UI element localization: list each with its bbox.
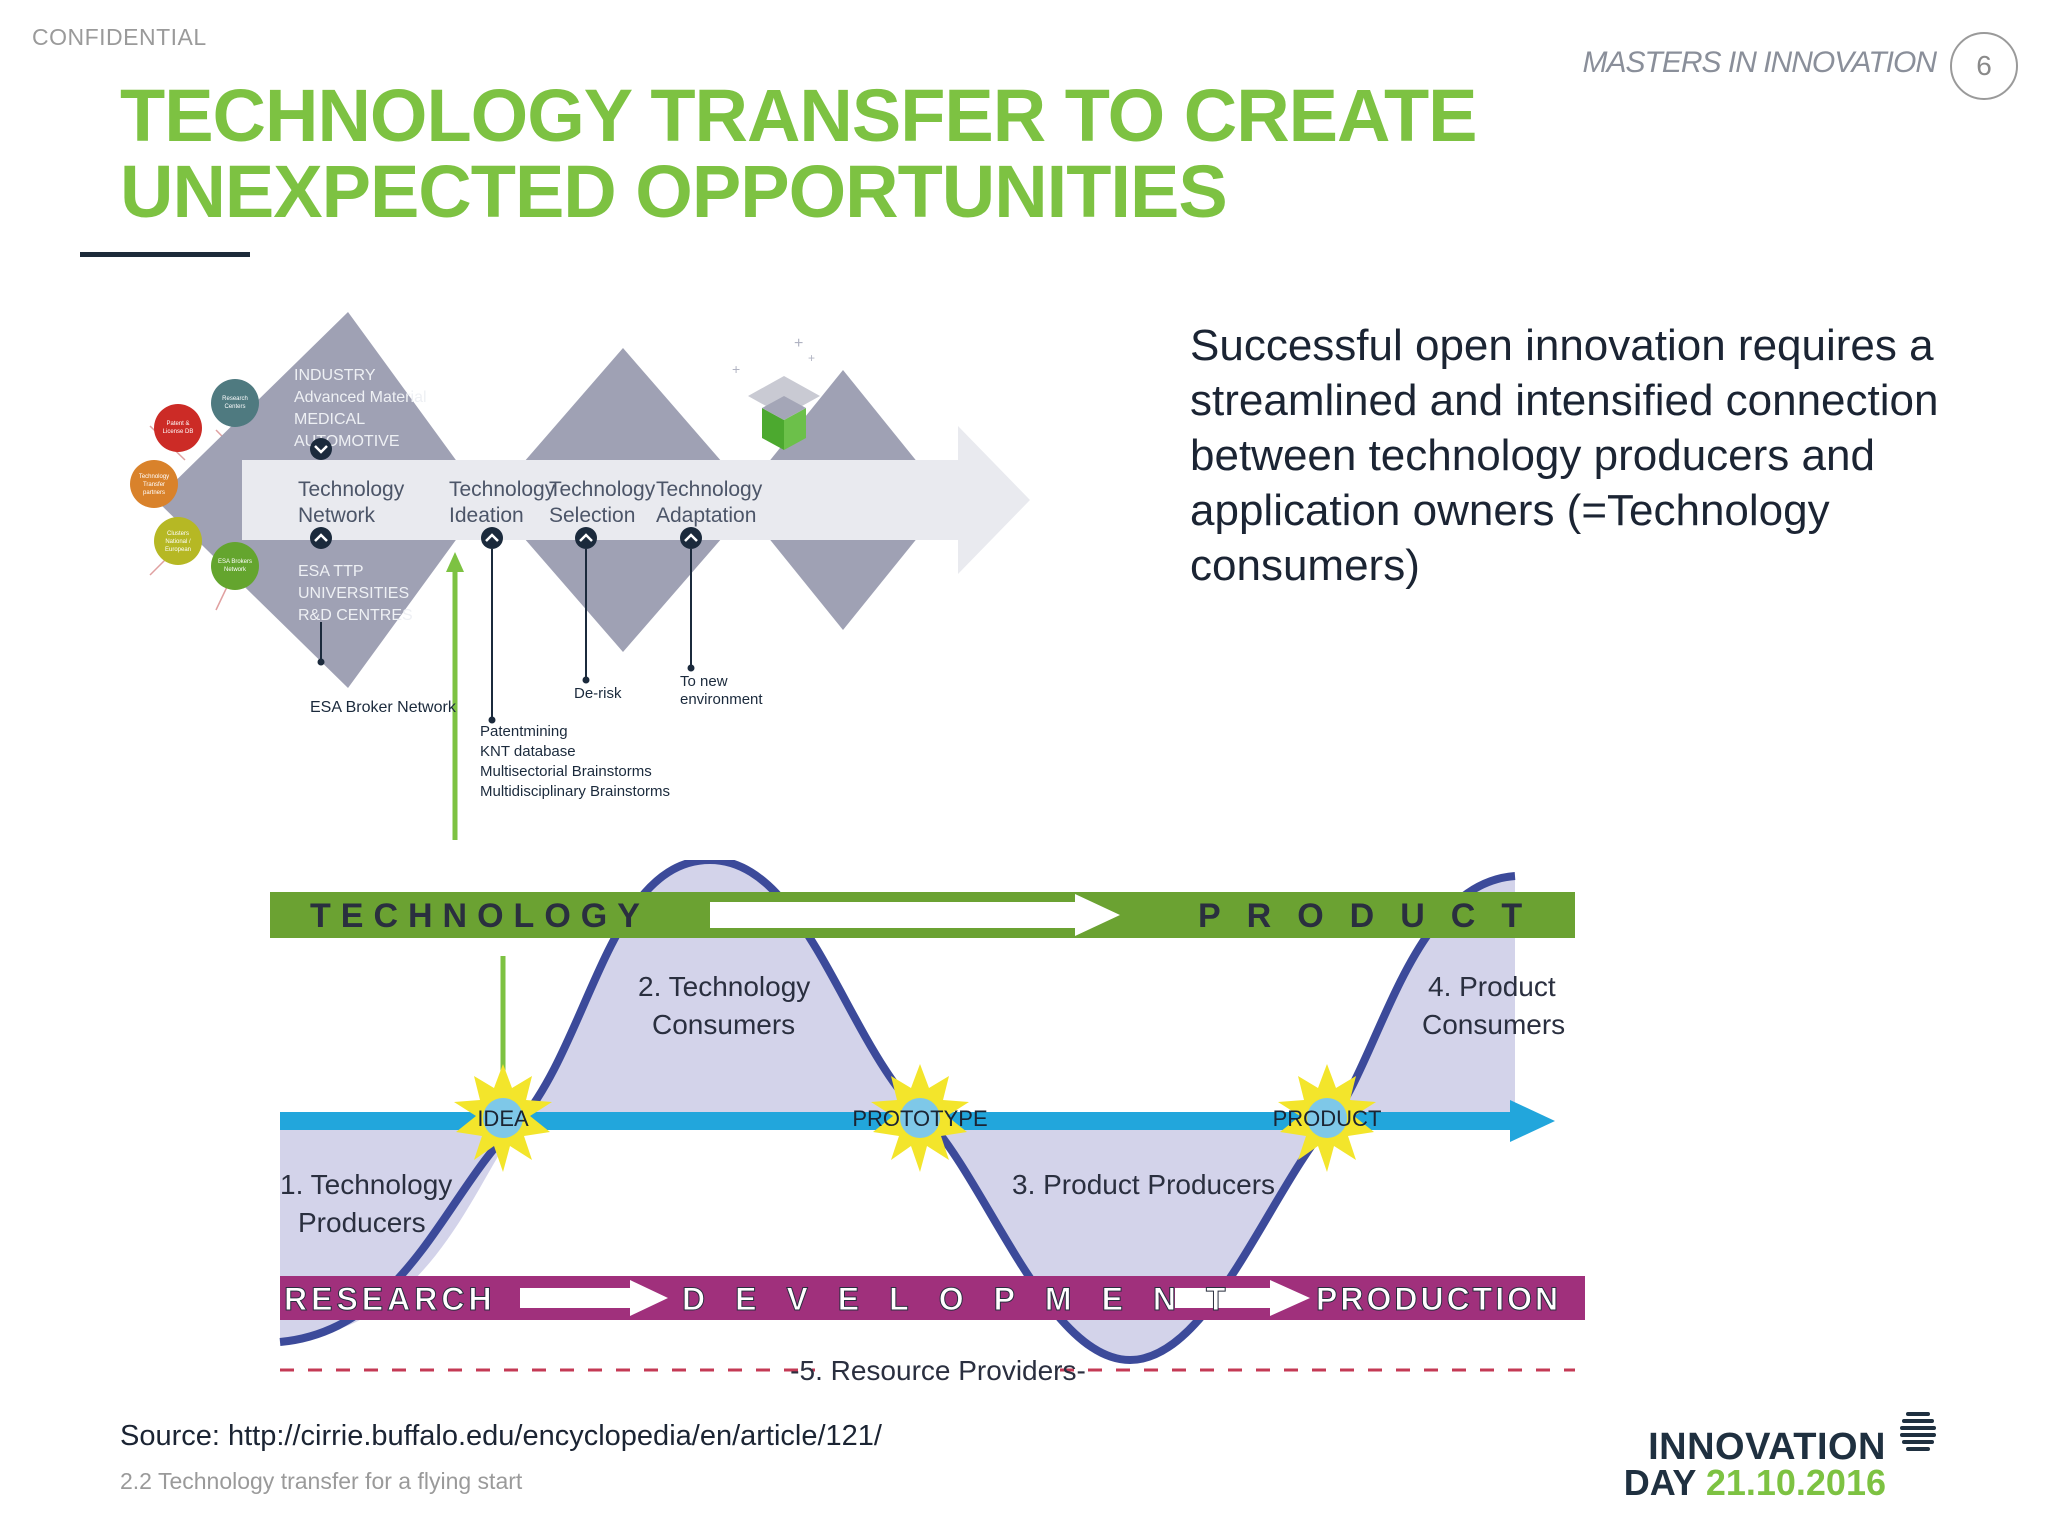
green-arrow-head [446, 552, 464, 572]
svg-text:+: + [794, 335, 803, 352]
logo-day-word: DAY [1623, 1462, 1696, 1503]
svg-text:partners: partners [143, 490, 165, 496]
svg-text:+: + [732, 361, 740, 377]
circle-clusters: Clusters National / European [154, 517, 202, 565]
circle-tt-partners: Technology Transfer partners [130, 460, 178, 508]
quad4-line-1: 4. Product [1428, 971, 1556, 1002]
stage-2-line-2: Ideation [449, 504, 524, 527]
idea-star: IDEA [454, 1064, 552, 1172]
quad4-line-2: Consumers [1422, 1009, 1565, 1040]
circle-esa-brokers: ESA Brokers Network [211, 542, 259, 590]
tech-transfer-process-diagram: INDUSTRY Advanced Material MEDICAL AUTOM… [130, 312, 1030, 840]
circle-research-centers: Research Centers [211, 379, 259, 427]
ideation-item-2: KNT database [480, 743, 576, 760]
to-new-line-2: environment [680, 691, 763, 708]
research-product-cycle-diagram: TECHNOLOGY PRODUCT IDEA PROTOTYPE PRODUC… [270, 860, 1585, 1386]
band-arrow-research [520, 1280, 668, 1316]
pointer-dot [317, 658, 325, 666]
svg-text:Technology: Technology [139, 474, 169, 480]
resource-label: -5. Resource Providers- [790, 1355, 1086, 1386]
svg-text:Research: Research [222, 396, 248, 402]
svg-text:Transfer: Transfer [143, 482, 165, 488]
industry-line-4: AUTOMOTIVE [294, 433, 400, 450]
research-development-band [280, 1276, 1585, 1320]
chevron-up-icon [310, 527, 332, 549]
svg-text:Network: Network [224, 567, 247, 573]
masters-label: MASTERS IN INNOVATION [1582, 46, 1937, 79]
industry-line-3: MEDICAL [294, 411, 365, 428]
svg-text:European: European [165, 547, 191, 553]
chevron-down-icon [310, 438, 332, 460]
quad2-line-1: 2. Technology [638, 971, 810, 1002]
quad1-line-2: Producers [298, 1207, 426, 1238]
industry-line-1: INDUSTRY [294, 367, 376, 384]
quad2-line-2: Consumers [652, 1009, 795, 1040]
technology-label: TECHNOLOGY [310, 897, 650, 935]
esa-broker-label: ESA Broker Network [310, 699, 457, 716]
bottom-line-2: UNIVERSITIES [298, 585, 409, 602]
chevron-up-icon [481, 527, 503, 549]
stage-1-line-1: Technology [298, 478, 405, 501]
stage-1-line-2: Network [298, 504, 376, 527]
svg-text:+: + [808, 351, 815, 365]
svg-text:Centers: Centers [224, 404, 245, 410]
svg-text:Patent &: Patent & [166, 421, 189, 427]
ideation-item-1: Patentmining [480, 723, 568, 740]
wave-region-top-left [280, 860, 930, 1342]
svg-text:License DB: License DB [163, 429, 194, 435]
development-label: DEVELOPMENT [682, 1281, 1256, 1317]
prototype-star: PROTOTYPE [852, 1064, 988, 1172]
pointer-dot [488, 716, 496, 724]
svg-text:ESA Brokers: ESA Brokers [218, 559, 252, 565]
svg-text:National /: National / [165, 539, 191, 545]
product-box-icon: + + + [732, 335, 820, 450]
pointer-lines [320, 549, 692, 720]
confidential-label: CONFIDENTIAL [32, 24, 207, 50]
ideation-item-3: Multisectorial Brainstorms [480, 763, 652, 780]
band-arrow-top [710, 894, 1120, 936]
bottom-line-1: ESA TTP [298, 563, 364, 580]
wave-region-bottom [930, 1122, 1330, 1360]
bottom-line-3: R&D CENTRES [298, 607, 413, 624]
innovation-globe-icon [1900, 1412, 1936, 1451]
timeline-arrow-head [1510, 1100, 1555, 1142]
quad1-line-1: 1. Technology [280, 1169, 452, 1200]
side-text: Successful open innovation requires a st… [1190, 321, 1939, 590]
quad3-label: 3. Product Producers [1012, 1169, 1275, 1200]
stage-4-line-2: Adaptation [656, 504, 756, 527]
logo-date: 21.10.2016 [1705, 1462, 1886, 1503]
title-line-2: UNEXPECTED OPPORTUNITIES [120, 150, 1228, 233]
title-underline [80, 252, 250, 257]
title-line-1: TECHNOLOGY TRANSFER TO CREATE [120, 74, 1478, 157]
pointer-dot [582, 676, 590, 684]
page-title: TECHNOLOGY TRANSFER TO CREATE UNEXPECTED… [120, 74, 1478, 233]
prototype-label: PROTOTYPE [852, 1106, 987, 1131]
chevron-up-icon [680, 527, 702, 549]
logo-innovation: INNOVATION [1648, 1426, 1886, 1468]
circle-patent-db: Patent & License DB [154, 404, 202, 452]
section-footer: 2.2 Technology transfer for a flying sta… [120, 1468, 523, 1494]
page-number: 6 [1950, 32, 2018, 100]
svg-text:Clusters: Clusters [167, 531, 189, 537]
stage-3-line-1: Technology [549, 478, 656, 501]
band-arrow-production [1175, 1280, 1310, 1316]
ideation-item-4: Multidisciplinary Brainstorms [480, 783, 670, 800]
to-new-line-1: To new [680, 673, 728, 690]
chevron-up-icon [575, 527, 597, 549]
industry-line-2: Advanced Material [294, 389, 427, 406]
product-label: PRODUCT [1198, 897, 1548, 935]
stage-3-line-2: Selection [549, 504, 635, 527]
product-star: PRODUCT [1273, 1064, 1382, 1172]
process-arrow [242, 426, 1030, 574]
logo-day: DAY 21.10.2016 [1624, 1462, 1886, 1504]
research-label: RESEARCH [284, 1281, 496, 1317]
idea-label: IDEA [477, 1106, 529, 1131]
production-label: PRODUCTION [1316, 1281, 1561, 1317]
product-star-label: PRODUCT [1273, 1106, 1382, 1131]
derisk-label: De-risk [574, 685, 622, 702]
pointer-dot [687, 664, 695, 672]
source-citation: Source: http://cirrie.buffalo.edu/encycl… [120, 1420, 882, 1452]
stage-4-line-1: Technology [656, 478, 763, 501]
stage-2-line-1: Technology [449, 478, 556, 501]
